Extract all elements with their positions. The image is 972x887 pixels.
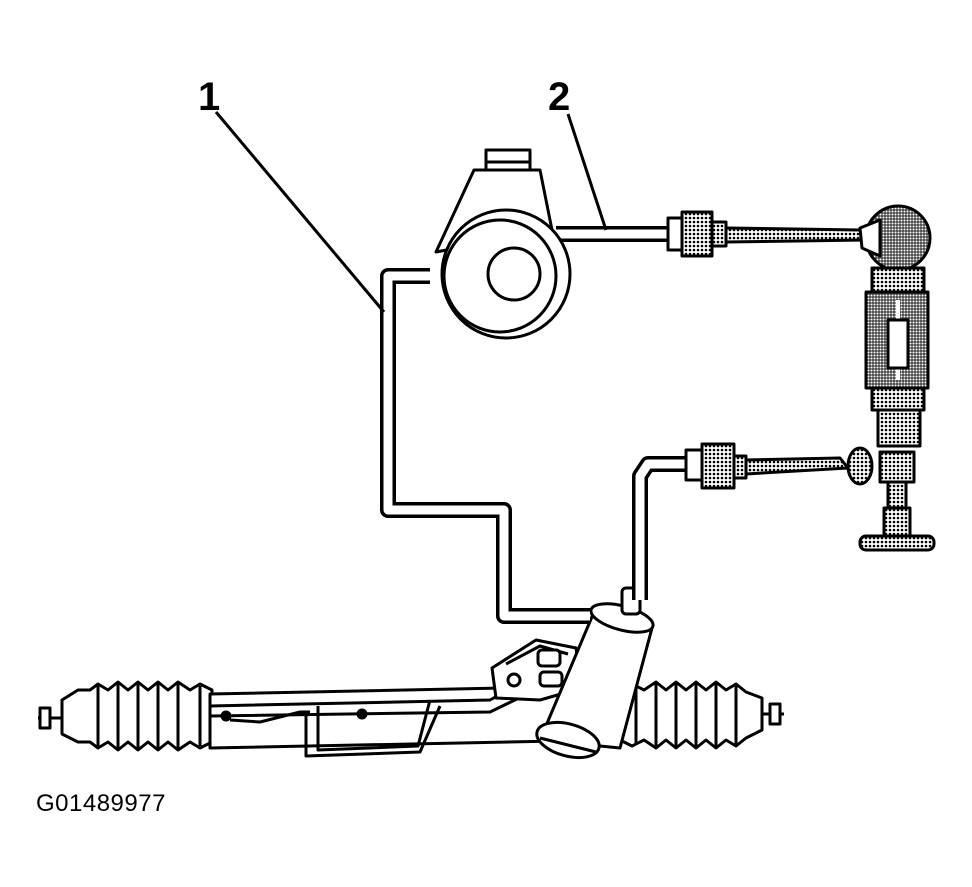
leader-line-2 — [566, 113, 608, 231]
callout-1: 1 — [198, 75, 386, 313]
valve-body — [490, 638, 584, 702]
pressure-gauge-assembly — [666, 204, 936, 552]
right-boot-bellows — [618, 680, 764, 750]
gauge-valve-handle — [858, 450, 936, 552]
upper-hose-fitting — [666, 210, 868, 258]
steering-rack-assembly — [38, 586, 784, 760]
pulley-hub — [486, 246, 542, 302]
callout-label-2: 2 — [548, 75, 570, 119]
left-boot-bellows — [60, 680, 214, 752]
right-tie-rod-end — [762, 702, 784, 726]
lower-hose-fitting — [684, 442, 874, 490]
pinion-housing — [535, 586, 655, 760]
gauge-return-line — [632, 456, 688, 600]
left-tie-rod-end — [38, 706, 62, 730]
return-line-1 — [380, 268, 590, 624]
hydraulic-lines — [380, 226, 688, 624]
callout-label-1: 1 — [198, 75, 220, 119]
callout-2: 2 — [548, 75, 608, 231]
figure-id: G01489977 — [36, 790, 166, 817]
leader-line-1 — [214, 111, 386, 313]
gauge-valve-body — [864, 266, 930, 448]
power-steering-pump — [434, 148, 572, 340]
